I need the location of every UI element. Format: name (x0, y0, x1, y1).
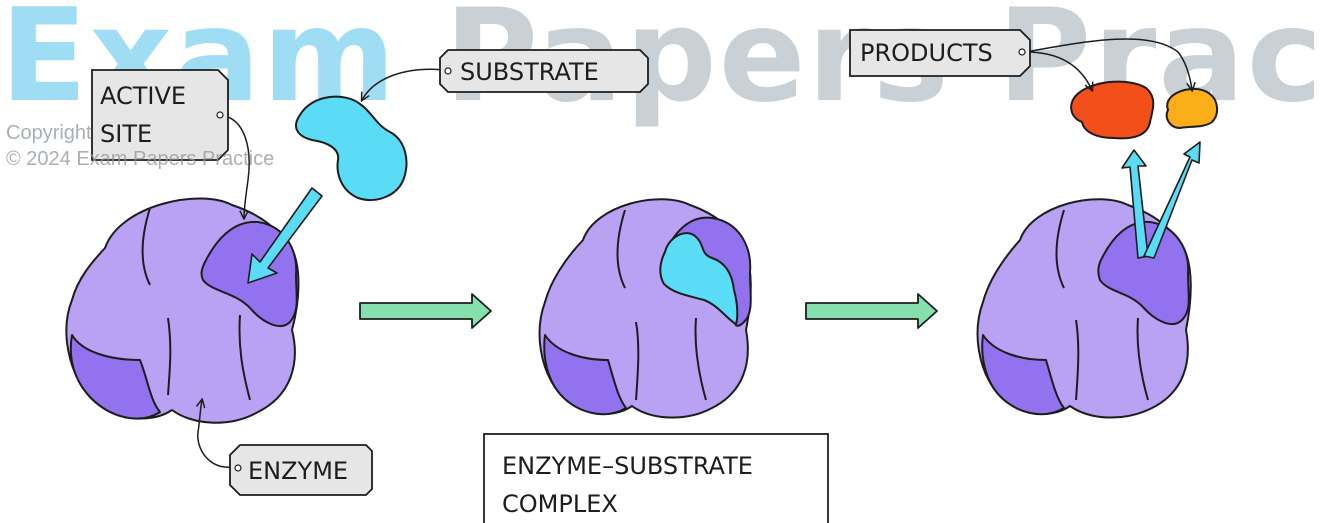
substrate-tag: SUBSTRATE (439, 49, 649, 93)
products-pointer-red (1025, 51, 1092, 90)
products-tag: PRODUCTS (849, 29, 1031, 77)
substrate-pointer (362, 68, 447, 100)
products-pointer-orange (1025, 38, 1192, 90)
product-orange (1165, 88, 1218, 130)
enzyme-2 (538, 198, 752, 419)
watermark-copyright-line1: Copyright (6, 122, 92, 144)
enzyme-pointer (198, 400, 235, 468)
enzyme-1-lower-left-shade (69, 334, 161, 420)
complex-label-line1: ENZYME–SUBSTRATE (502, 452, 753, 480)
enzyme-1 (65, 197, 300, 424)
process-arrow-2 (805, 293, 938, 329)
enzyme-3-active-site (1097, 220, 1190, 325)
products-label: PRODUCTS (860, 39, 993, 67)
substrate-molecule (295, 95, 408, 201)
complex-label-box: ENZYME–SUBSTRATE COMPLEX (483, 433, 829, 523)
substrate-label: SUBSTRATE (460, 58, 599, 86)
watermark-copyright-line2: © 2024 Exam Papers Practice (6, 148, 275, 170)
enzyme-tag: ENZYME (229, 444, 373, 496)
active-site-pointer (219, 114, 250, 218)
process-arrow-1 (359, 293, 492, 329)
active-site-label-line2: SITE (100, 120, 152, 148)
substrate-binding-arrow (247, 187, 323, 284)
active-site-label-line1: ACTIVE (100, 82, 186, 110)
complex-label-line2: COMPLEX (502, 490, 618, 518)
product-release-arrows (1121, 141, 1201, 259)
active-site-tag: ACTIVE SITE (91, 69, 229, 161)
enzyme-label: ENZYME (248, 457, 348, 485)
product-red (1070, 80, 1155, 140)
enzyme-2-bound-substrate (659, 232, 739, 325)
watermark-copyright: Copyright © 2024 Exam Papers Practice (6, 120, 274, 172)
